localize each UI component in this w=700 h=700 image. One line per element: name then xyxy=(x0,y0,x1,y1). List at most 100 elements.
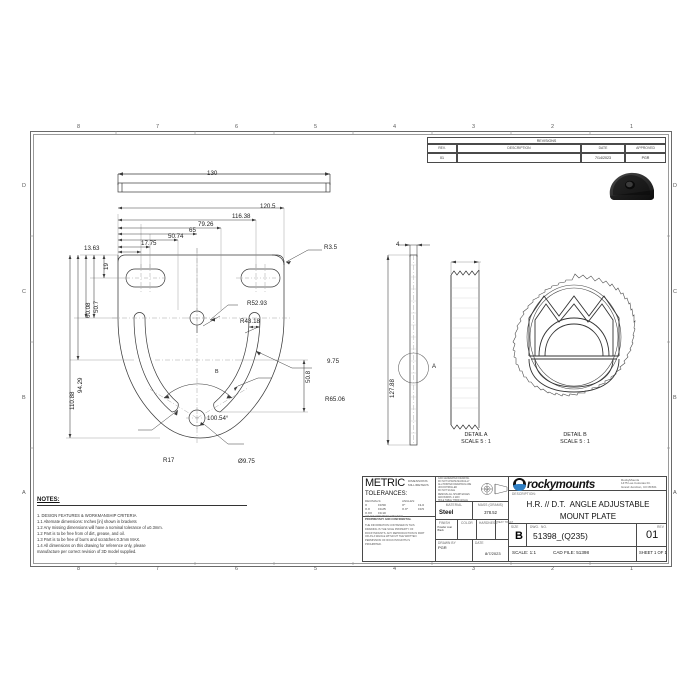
dimension-79-26: 79.26 xyxy=(198,221,214,228)
mass-cell: MASS (GRAMS) 378.52 xyxy=(473,502,509,520)
zone-top-8: 8 xyxy=(77,124,81,130)
size-cell: SIZE B xyxy=(509,524,527,547)
detail-a-view xyxy=(450,260,481,431)
metric-panel: METRIC DIMENSIONS MILLIMETERS TOLERANCES… xyxy=(362,476,436,518)
revisions-header-rev-label: REV. xyxy=(438,146,446,151)
dimension-130: 130 xyxy=(207,170,218,177)
diameter-9-75: Ø9.75 xyxy=(238,458,255,465)
revisions-header-description-label: DESCRIPTION xyxy=(507,146,531,151)
zone-bottom-8: 8 xyxy=(77,566,81,572)
zone-top-1: 1 xyxy=(630,124,634,130)
tolerances-angles-label: ANGLES: xyxy=(402,499,416,503)
zone-bottom-1: 1 xyxy=(630,566,634,572)
revision-approved-value: PGR xyxy=(641,156,650,160)
company-address-line-1: RockyMounts xyxy=(621,477,640,482)
finish-value: Powder coat Black xyxy=(437,526,452,533)
note-line-1-2a: 1.2 Any missing dimensions will have a n… xyxy=(37,525,163,530)
tolerance-decimal-x-key: X xyxy=(365,503,368,507)
tolerances-heading: TOLERANCES: xyxy=(365,491,408,497)
company-address-line-3: Grand Junction, CO 81501 xyxy=(621,484,657,489)
zone-right-b: B xyxy=(673,395,677,401)
mountain-logo-glyph xyxy=(528,295,620,393)
revision-approved-cell: PGR xyxy=(625,153,666,163)
description-caption: DESCRIPTION: xyxy=(512,491,536,496)
angle-100-54: 100.54° xyxy=(207,415,229,422)
note-line-1-4: 1.4 All dimensions on this drawing for r… xyxy=(37,543,146,548)
dimension-65: 65 xyxy=(189,227,196,234)
detail-a-caption: DETAIL A SCALE 5 : 1 xyxy=(446,432,506,446)
detail-b-title: DETAIL B xyxy=(563,432,587,438)
slot-top-left xyxy=(125,264,166,292)
detail-b-view xyxy=(512,273,636,397)
tolerances-decimals-label: DECIMALS: xyxy=(365,499,382,503)
tolerance-angle-x-val: ±1.0 xyxy=(418,503,424,507)
main-plate-view xyxy=(66,206,322,445)
company-panel: rockymounts RockyMounts 1475 Las Colonia… xyxy=(509,476,667,491)
heat-treat-caption: HEAT TREAT xyxy=(497,520,514,524)
radius-r52-93: R52.93 xyxy=(247,300,267,307)
detail-marker-a: A xyxy=(432,364,437,370)
arc-slot-left xyxy=(133,312,179,413)
description-line-1: H.R. // D.T. ANGLE ADJUSTABLE xyxy=(526,500,650,509)
tolerance-angle-x-key: X° xyxy=(402,503,406,507)
third-angle-projection-icon xyxy=(481,483,508,495)
title-block-outer xyxy=(362,476,667,562)
detail-a-title: DETAIL A xyxy=(464,432,488,438)
zone-bottom-2: 2 xyxy=(551,566,555,572)
arc-slot-right xyxy=(213,312,261,413)
rev-value: 01 xyxy=(646,529,659,541)
detail-b-caption: DETAIL B SCALE 5 : 1 xyxy=(543,432,607,446)
tolerance-decimal-xx-val: ±0.25 xyxy=(378,507,386,511)
cad-note-panel: CAD GENERATED DRAWING DO NOT UPDATE MANU… xyxy=(436,476,509,502)
sheet-border xyxy=(30,131,672,567)
note-line-1: 1. DESIGN FEATURES & WORKMANSHIP CRITERI… xyxy=(37,513,137,518)
rockymounts-wordmark: rockymounts xyxy=(527,478,595,491)
drawn-by-caption: DRAWN BY xyxy=(438,540,456,545)
heat-treat-cell: HEAT TREAT xyxy=(496,520,513,540)
material-cell: MATERIAL Steel xyxy=(436,502,473,520)
dimension-110-88: 110.88 xyxy=(69,391,76,410)
tolerance-angle-xx-key: X.X° xyxy=(402,507,409,511)
notes-heading: NOTES: xyxy=(37,497,60,503)
dwg-no-value: 51398_(Q235) xyxy=(533,531,588,541)
zone-bottom-4: 4 xyxy=(393,566,397,572)
revisions-header-rev: REV. xyxy=(427,144,457,153)
dimension-thickness-4: 4 xyxy=(396,241,400,248)
zone-bottom-6: 6 xyxy=(235,566,239,572)
dwg-no-cell: DWG. NO. 51398_(Q235) xyxy=(527,524,637,547)
metric-sub-1: DIMENSIONS xyxy=(408,479,428,483)
rockymounts-logo: rockymounts xyxy=(513,478,595,491)
zone-right-a: A xyxy=(673,490,677,496)
zone-top-7: 7 xyxy=(156,124,160,130)
zone-left-d: D xyxy=(22,183,26,189)
color-cell: COLOR xyxy=(458,520,477,540)
section-mark-b: B xyxy=(215,369,219,375)
finish-cell: FINISH Powder coat Black xyxy=(436,520,458,540)
proprietary-body: THE INFORMATION CONTAINED IN THIS DRAWIN… xyxy=(365,524,425,546)
mass-value: 378.52 xyxy=(484,510,497,515)
revisions-header-approved: APPROVED xyxy=(625,144,666,153)
rev-caption: REV xyxy=(657,524,664,529)
revision-description-cell xyxy=(457,153,581,163)
zone-right-c: C xyxy=(673,289,677,295)
note-line-1-1: 1.1 Alternate dimensions: Inches [in] sh… xyxy=(37,519,137,524)
dimension-50-8: 50.8 xyxy=(305,370,312,383)
zone-left-a: A xyxy=(22,490,26,496)
detail-circle-a xyxy=(398,352,429,384)
scale-text: SCALE: 1:1 xyxy=(512,549,537,555)
top-edge-view xyxy=(117,172,331,193)
dimension-60-08: 60.08 xyxy=(85,302,92,318)
material-caption: MATERIAL xyxy=(445,502,463,507)
zone-top-4: 4 xyxy=(393,124,397,130)
sheet-border-inner xyxy=(33,134,669,564)
description-line-2: MOUNT PLATE xyxy=(559,512,617,521)
zone-top-3: 3 xyxy=(472,124,476,130)
slot-top-right xyxy=(236,264,281,292)
revisions-header-approved-label: APPROVED xyxy=(636,146,655,151)
revisions-header-date: DATE xyxy=(581,144,625,153)
note-line-1-3: 1.3 Part is to be free of burrs and scra… xyxy=(37,537,141,542)
detail-a-scale: SCALE 5 : 1 xyxy=(461,438,491,445)
table-row: 01 xyxy=(427,153,457,163)
cad-note-text: CAD GENERATED DRAWING DO NOT UPDATE MANU… xyxy=(438,477,472,502)
